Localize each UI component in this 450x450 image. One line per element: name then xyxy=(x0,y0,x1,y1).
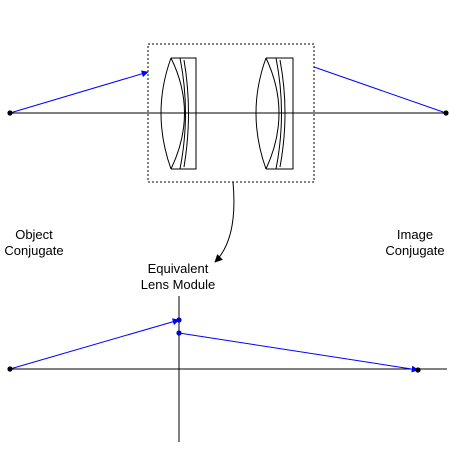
object-conjugate-label: Object Conjugate xyxy=(0,227,68,259)
top-object-point xyxy=(7,110,13,116)
object-label-line2: Conjugate xyxy=(4,243,64,258)
image-label-line1: Image xyxy=(396,227,434,242)
curved-arrow-icon xyxy=(214,181,235,263)
bottom-optical-system xyxy=(7,296,447,442)
front-principal-point xyxy=(176,317,182,323)
rear-principal-point xyxy=(176,330,182,336)
bottom-object-ray xyxy=(9,318,180,370)
bottom-image-point xyxy=(415,367,421,373)
object-label-line1: Object xyxy=(15,227,53,242)
top-optical-system xyxy=(7,43,449,183)
left-lens-doublet-icon xyxy=(160,57,197,170)
top-image-ray xyxy=(313,66,447,114)
bottom-image-ray xyxy=(178,332,419,373)
module-label-line1: Equivalent xyxy=(147,261,209,276)
image-conjugate-label: Image Conjugate xyxy=(380,227,450,259)
bottom-object-point xyxy=(7,366,13,372)
equivalent-lens-module-label: Equivalent Lens Module xyxy=(128,261,228,293)
module-label-line2: Lens Module xyxy=(140,277,216,292)
right-lens-doublet-icon xyxy=(255,57,294,170)
image-label-line2: Conjugate xyxy=(385,243,445,258)
top-image-point xyxy=(443,110,449,116)
top-object-ray xyxy=(9,70,149,114)
